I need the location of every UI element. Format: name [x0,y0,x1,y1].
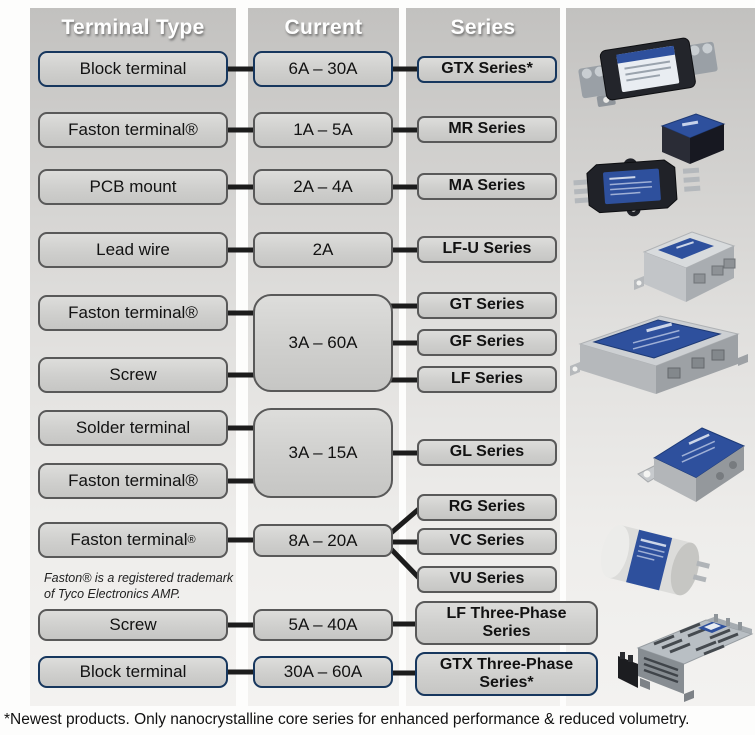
current-box-3a-15a: 3A – 15A [253,408,393,498]
terminal-box-screw-1: Screw [38,357,228,393]
lf-u-series-filter-photo [634,231,736,302]
gtx-series-filter-photo [578,37,718,107]
current-box-3a-60a: 3A – 60A [253,294,393,392]
terminal-box-solder-terminal: Solder terminal [38,410,228,446]
current-box-6a-30a: 6A – 30A [253,51,393,87]
series-box-gf: GF Series [417,329,557,356]
terminal-box-block-terminal-2: Block terminal [38,656,228,688]
faston-trademark-note-line1: Faston® is a registered trademark [44,571,234,585]
terminal-box-block-terminal-1: Block terminal [38,51,228,87]
terminal-box-faston-4: Faston terminal® [38,522,228,558]
series-box-gtx: GTX Series* [417,56,557,83]
series-box-lf-three-phase: LF Three-Phase Series [415,601,598,645]
terminal-box-lead-wire: Lead wire [38,232,228,268]
gt-gf-lf-series-filter-photo [570,315,748,394]
terminal-box-screw-2: Screw [38,609,228,641]
registered-trademark-symbol: ® [187,533,196,546]
mr-series-filter-photo [660,113,726,164]
terminal-box-faston-2: Faston terminal® [38,295,228,331]
newest-products-footnote: *Newest products. Only nanocrystalline c… [4,711,690,728]
current-box-2a: 2A [253,232,393,268]
gtx-three-phase-filter-photo [618,614,754,702]
series-box-gt: GT Series [417,292,557,319]
terminal-box-faston-4-label: Faston terminal [70,530,188,550]
series-box-ma: MA Series [417,173,557,200]
current-box-5a-40a: 5A – 40A [253,609,393,641]
series-box-gtx-three-phase: GTX Three-Phase Series* [415,652,598,696]
series-header: Series [450,16,516,39]
series-box-vu: VU Series [417,566,557,593]
terminal-box-faston-1: Faston terminal® [38,112,228,148]
current-box-1a-5a: 1A – 5A [253,112,393,148]
gl-series-filter-photo [637,427,746,502]
series-box-gl: GL Series [417,439,557,466]
terminal-box-pcb-mount: PCB mount [38,169,228,205]
faston-trademark-note: Faston® is a registered trademark of Tyc… [44,571,254,602]
rg-vc-vu-series-filter-photo [600,525,710,596]
current-header: Current [284,16,363,39]
series-box-rg: RG Series [417,494,557,521]
series-box-mr: MR Series [417,116,557,143]
ma-series-filter-photo [573,158,701,217]
current-box-2a-4a: 2A – 4A [253,169,393,205]
series-box-vc: VC Series [417,528,557,555]
series-box-lf: LF Series [417,366,557,393]
current-box-8a-20a: 8A – 20A [253,524,393,557]
current-box-30a-60a: 30A – 60A [253,656,393,688]
terminal-box-faston-3: Faston terminal® [38,463,228,499]
series-box-lf-u: LF-U Series [417,236,557,263]
terminal-type-header: Terminal Type [61,16,205,39]
faston-trademark-note-line2: of Tyco Electronics AMP. [44,586,181,601]
